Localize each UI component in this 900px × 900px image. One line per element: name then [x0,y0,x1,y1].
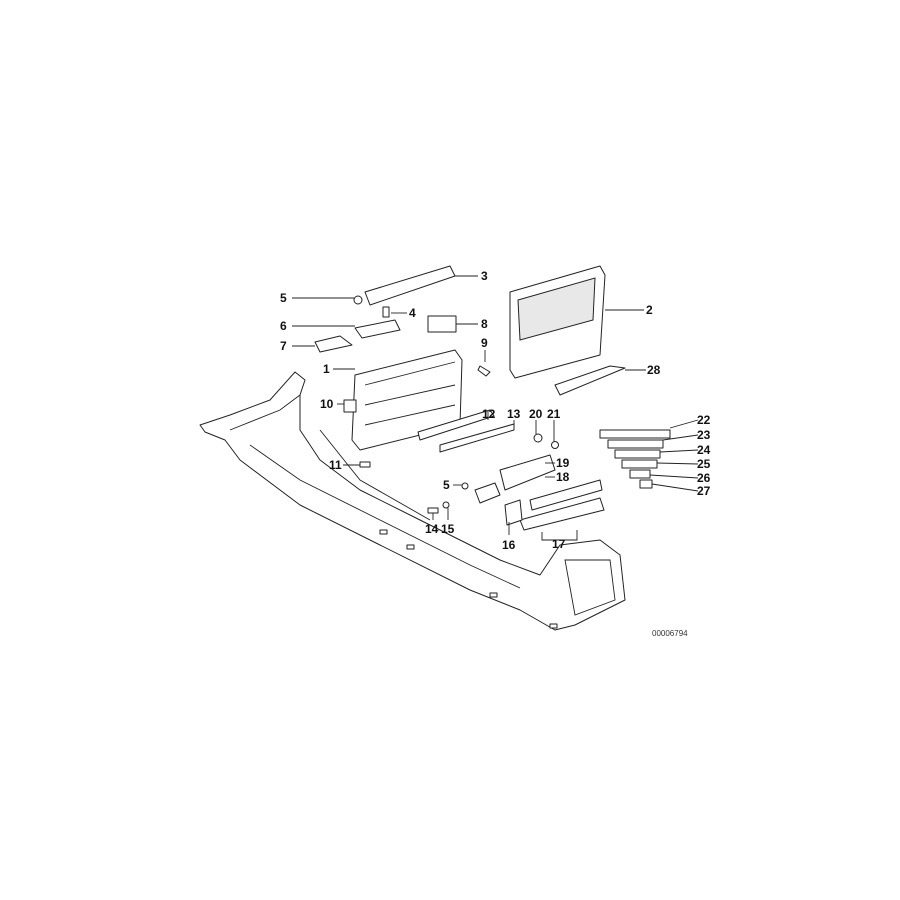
switch-covers-22-27 [599,429,671,489]
callout-7: 7 [280,339,287,353]
part-16-bracket [504,499,523,526]
part-5-clip-lower [461,482,469,490]
callout-22: 22 [697,413,711,427]
callout-10: 10 [320,397,334,411]
switch-holder [474,482,501,504]
callout-1: 1 [323,362,330,376]
part-9-screw [477,365,491,377]
callout-15: 15 [441,522,455,536]
callout-17: 17 [552,537,566,551]
part-8-housing [427,315,457,333]
callout-2: 2 [646,303,653,317]
callout-14: 14 [425,522,439,536]
callout-28: 28 [647,363,661,377]
callout-27: 27 [697,484,711,498]
part-10-relay [343,399,357,413]
callout-3: 3 [481,269,488,283]
callout-24: 24 [697,443,711,457]
callout-12: 12 [482,407,496,421]
callout-8: 8 [481,317,488,331]
callout-16: 16 [502,538,516,552]
callout-4: 4 [409,306,416,320]
part-18-trim [529,479,603,511]
part-14-screw [427,507,439,514]
callout-13: 13 [507,407,521,421]
part-2-frame [509,265,606,379]
part-15-washer [442,501,450,509]
part-20-nut [533,433,543,443]
part-17-trim [519,497,605,531]
callout-19: 19 [556,456,570,470]
part-7-bracket [314,335,353,353]
callout-6: 6 [280,319,287,333]
callout-5: 5 [280,291,287,305]
part-12-rail [417,409,495,441]
callout-21: 21 [547,407,561,421]
part-1-frame [351,349,463,451]
callout-labels: 3 5 4 2 6 8 7 9 28 1 10 12 13 20 21 22 2… [280,269,711,638]
callout-26: 26 [697,471,711,485]
callout-5-lower: 5 [443,478,450,492]
part-6-bracket [354,319,401,339]
callout-9: 9 [481,336,488,350]
part-4-screw [382,306,390,318]
callout-20: 20 [529,407,543,421]
part-19-switch-block [499,454,556,491]
part-28-panel [554,365,626,396]
callout-18: 18 [556,470,570,484]
center-console [199,371,626,631]
part-21-washer [551,441,559,449]
leader-lines [292,275,699,541]
callout-11: 11 [329,458,342,472]
drawing-code: 00006794 [652,629,688,638]
part-5-clip [353,295,363,305]
callout-25: 25 [697,457,711,471]
part-3-cover [364,265,456,306]
part-11-screw [359,461,371,468]
part-13-strip [439,423,515,453]
callout-23: 23 [697,428,711,442]
